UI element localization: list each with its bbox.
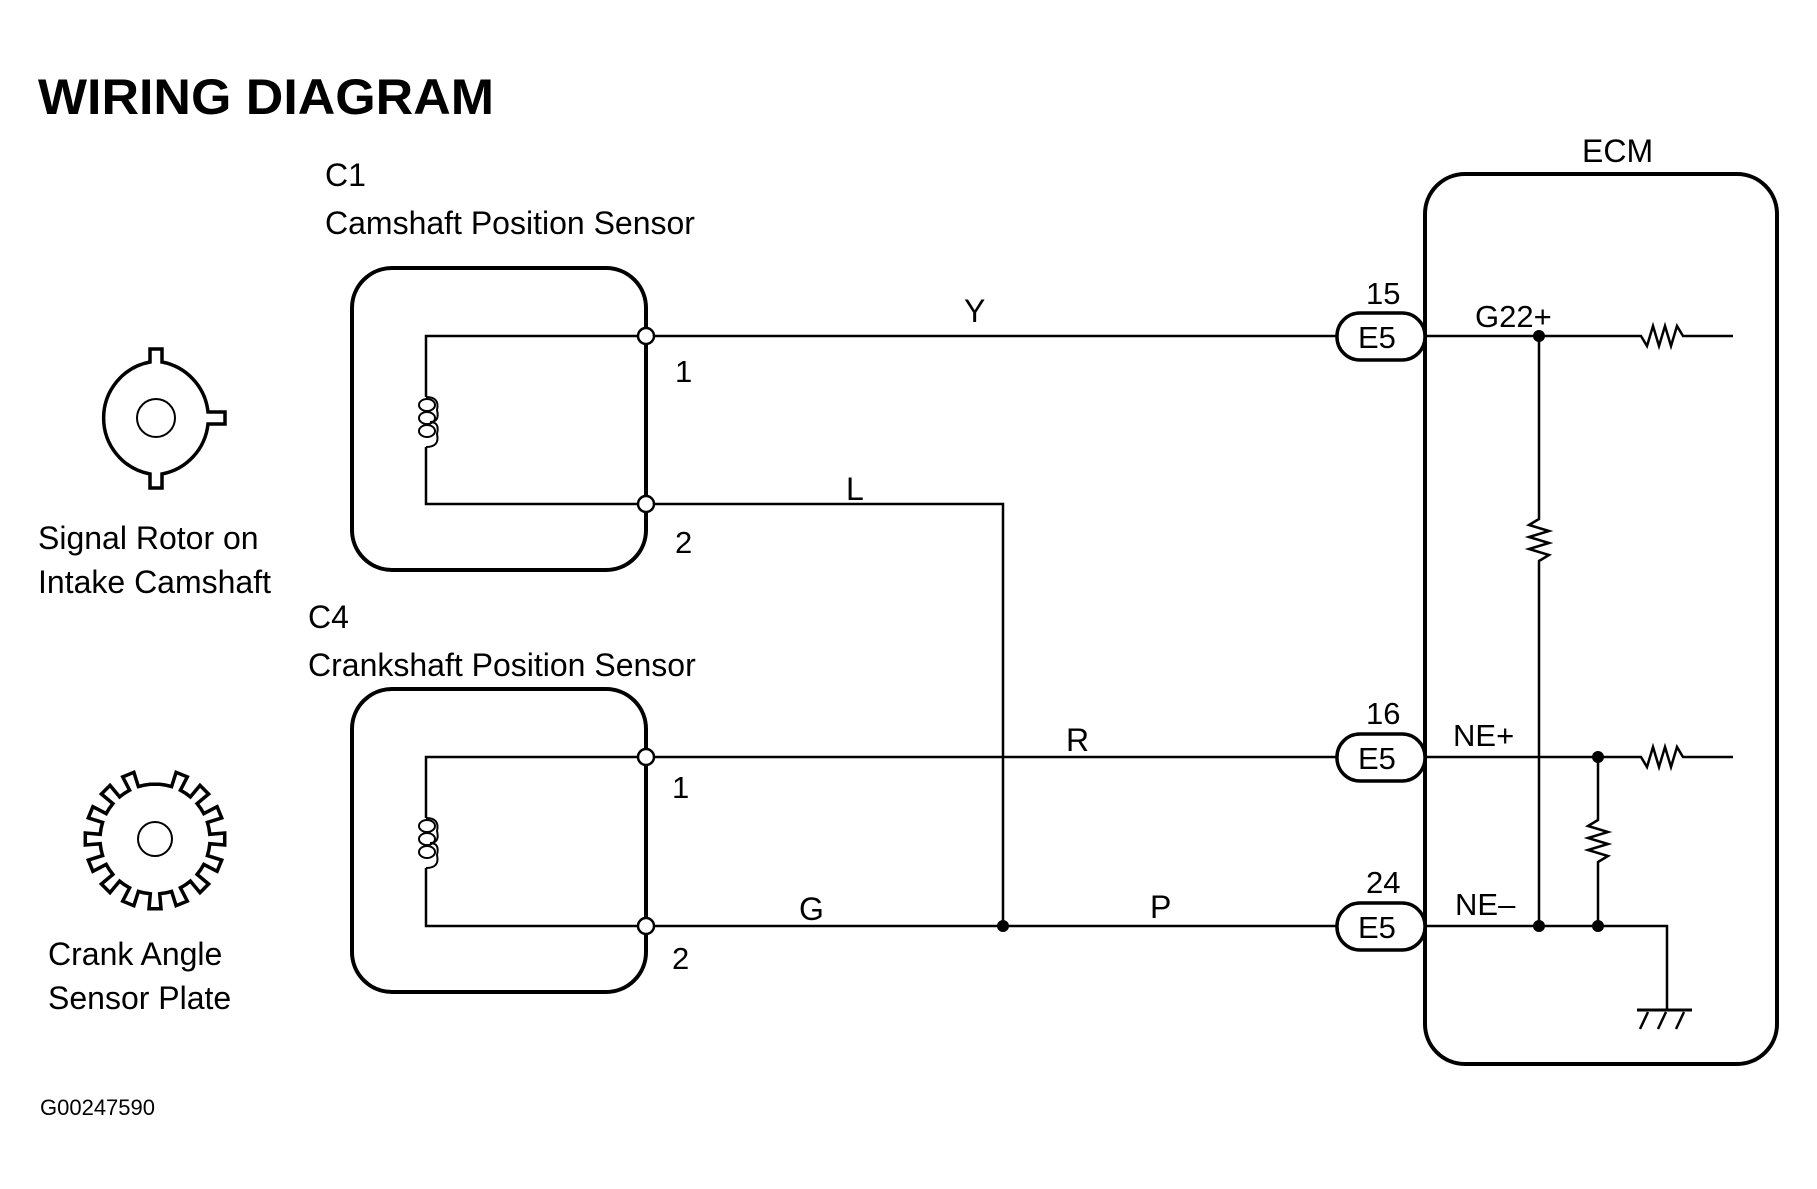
crankshaft-pin-1-terminal — [636, 747, 656, 767]
crank-plate-label-line2: Sensor Plate — [48, 980, 231, 1016]
camshaft-sensor-name: Camshaft Position Sensor — [325, 205, 695, 241]
figure-id: G00247590 — [40, 1095, 155, 1120]
wire-r-label: R — [1066, 722, 1089, 758]
wire-p-label: P — [1150, 889, 1171, 925]
ecm-box — [1423, 172, 1779, 1066]
wire-g-label: G — [799, 891, 824, 927]
junction-point — [1533, 330, 1545, 342]
crank-angle-plate-icon — [83, 769, 227, 911]
signal-rotor-icon — [101, 347, 227, 490]
connector-e5-15: E5 — [1335, 311, 1427, 362]
ecm-label: ECM — [1582, 133, 1653, 169]
page-title: WIRING DIAGRAM — [38, 69, 494, 125]
crankshaft-sensor — [350, 687, 656, 994]
camshaft-pin-2-terminal — [636, 494, 656, 514]
resistor-icon — [1425, 321, 1733, 351]
ground-icon — [1637, 1008, 1692, 1030]
wire-l-label: L — [846, 471, 864, 507]
connector-label: E5 — [1358, 320, 1396, 355]
crankshaft-sensor-name: Crankshaft Position Sensor — [308, 647, 696, 683]
camshaft-pin-1-terminal — [636, 326, 656, 346]
terminal-16-number: 16 — [1366, 696, 1400, 731]
camshaft-sensor — [350, 266, 656, 572]
signal-g22-label: G22+ — [1475, 299, 1552, 334]
camshaft-pin-1-label: 1 — [675, 354, 692, 389]
coil-icon — [418, 817, 439, 869]
coil-icon — [418, 396, 439, 448]
crankshaft-pin-2-label: 2 — [672, 941, 689, 976]
camshaft-sensor-code: C1 — [325, 157, 366, 193]
resistor-icon — [1524, 336, 1554, 926]
crankshaft-sensor-code: C4 — [308, 599, 349, 635]
wire-l — [654, 502, 1005, 926]
crankshaft-pin-1-label: 1 — [672, 770, 689, 805]
signal-ne-plus-label: NE+ — [1453, 718, 1514, 753]
signal-rotor-label-line2: Intake Camshaft — [38, 564, 271, 600]
resistor-icon — [1583, 757, 1613, 926]
signal-ne-minus-label: NE– — [1455, 887, 1516, 922]
terminal-24-number: 24 — [1366, 865, 1400, 900]
camshaft-pin-2-label: 2 — [675, 525, 692, 560]
splice-point — [997, 920, 1009, 932]
terminal-15-number: 15 — [1366, 276, 1400, 311]
resistor-icon — [1425, 742, 1733, 772]
crankshaft-pin-2-terminal — [636, 916, 656, 936]
connector-e5-24: E5 — [1335, 901, 1427, 952]
connector-e5-16: E5 — [1335, 732, 1427, 783]
signal-rotor-label-line1: Signal Rotor on — [38, 520, 259, 556]
junction-point — [1533, 920, 1545, 932]
connector-label: E5 — [1358, 910, 1396, 945]
wire-y-label: Y — [964, 293, 985, 329]
connector-label: E5 — [1358, 741, 1396, 776]
junction-point — [1592, 751, 1604, 763]
ecm-internal-circuit — [1425, 321, 1733, 1010]
crank-plate-label-line1: Crank Angle — [48, 936, 222, 972]
junction-point — [1592, 920, 1604, 932]
